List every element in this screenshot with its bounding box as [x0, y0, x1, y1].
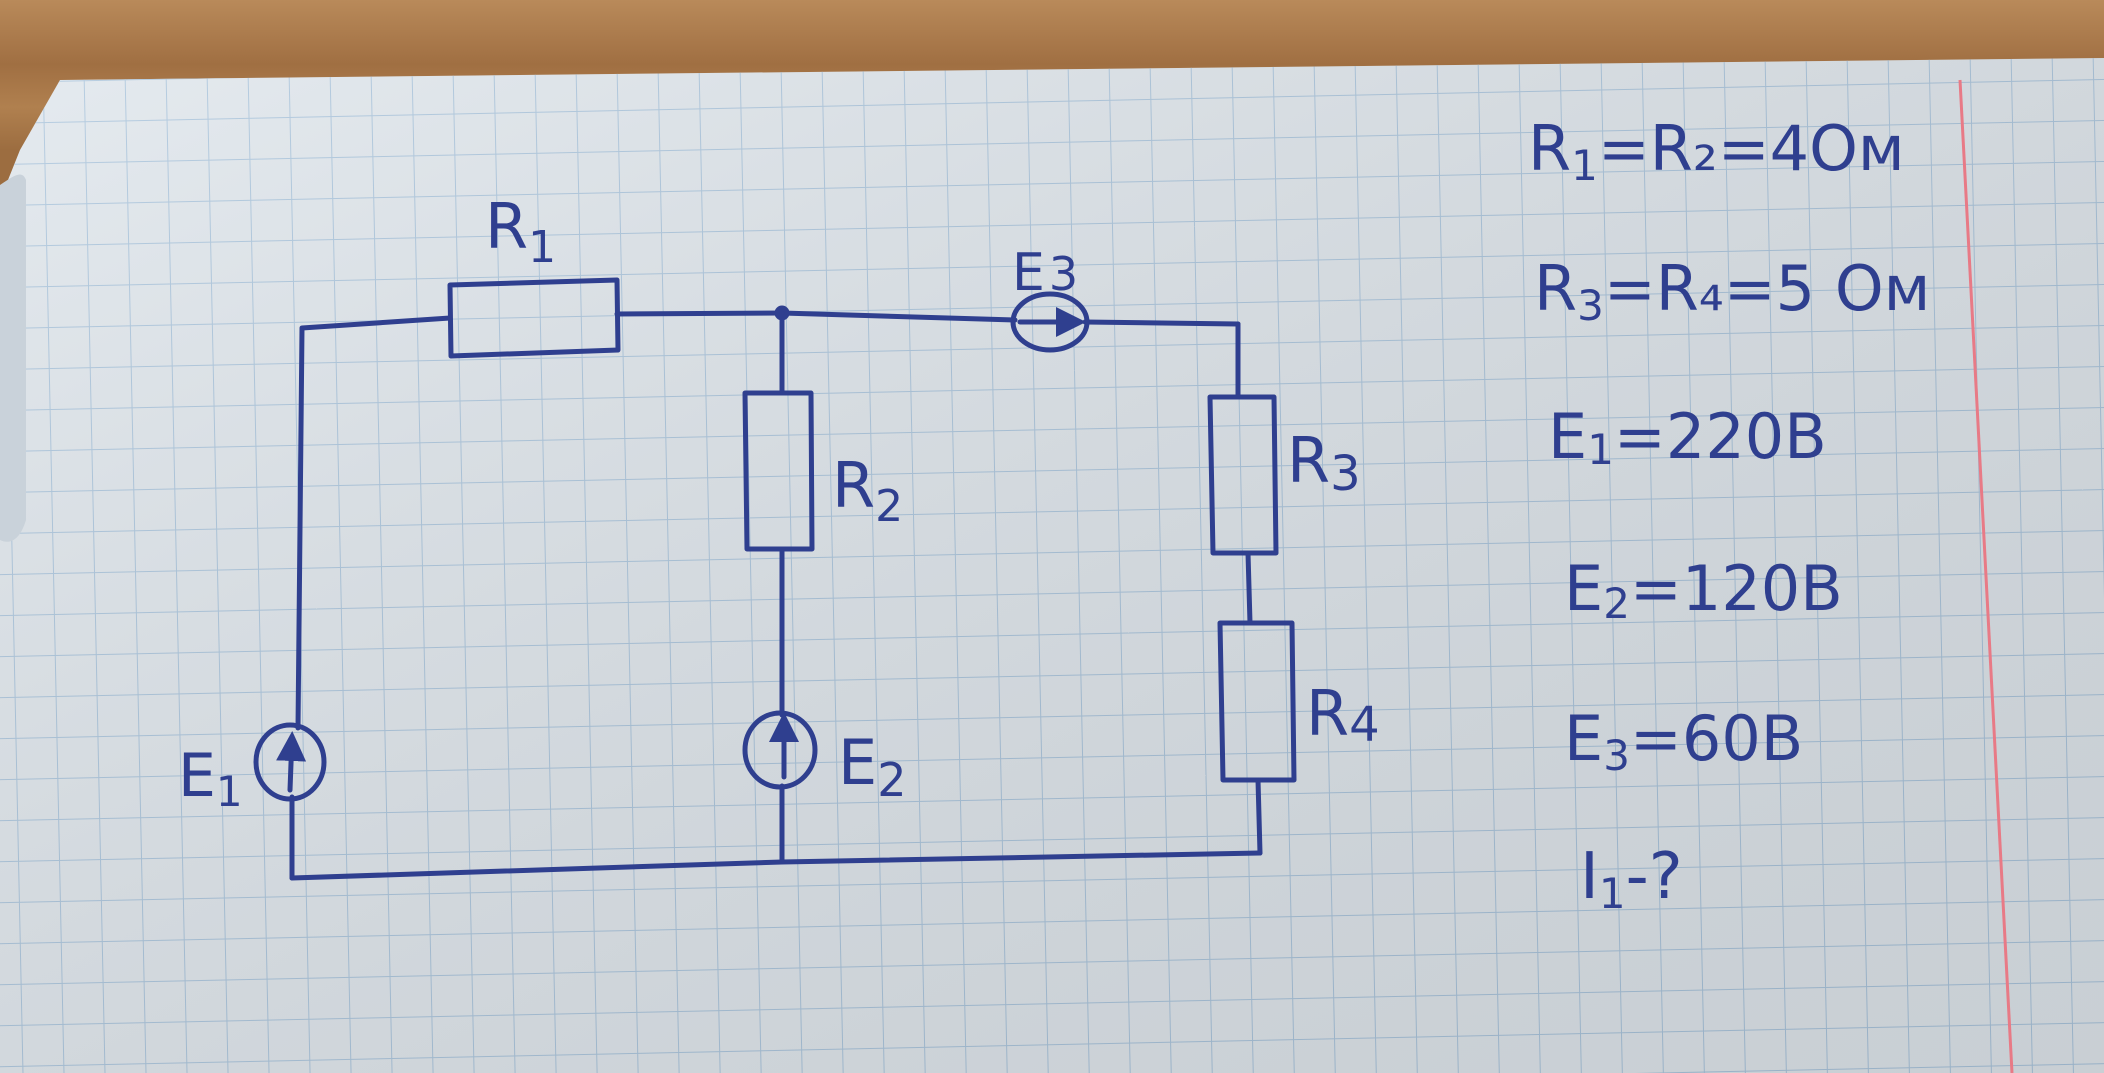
circuit: [253, 277, 1297, 881]
given-values: R1=R₂=4Ом R3=R₄=5 Ом E1=220В E2=120В E3=…: [1528, 112, 1930, 918]
wire-top-b: [779, 310, 1018, 323]
label-e2: E2: [838, 726, 906, 807]
label-r2: R2: [832, 449, 903, 532]
circuit-labels: R1 R2 R3 R4 E1 E2 E3: [178, 190, 1380, 816]
given-r3-r4: R3=R₄=5 Ом: [1534, 252, 1930, 330]
page-edge: [0, 174, 26, 542]
label-e3: E3: [1012, 243, 1078, 303]
resistor-r2: [742, 390, 815, 552]
wire-right-bottom: [1255, 777, 1263, 856]
resistor-r1: [447, 277, 621, 359]
label-r4: R4: [1306, 677, 1380, 753]
label-r1: R1: [485, 190, 556, 273]
label-e1: E1: [178, 741, 243, 816]
wire-right-between: [1245, 550, 1253, 626]
given-e1: E1=220В: [1548, 400, 1827, 474]
given-e2: E2=120В: [1564, 552, 1843, 628]
source-e1: [253, 722, 327, 802]
wire-top-c: [1082, 319, 1241, 327]
given-e3: E3=60В: [1564, 702, 1803, 780]
wire-left: [295, 315, 453, 731]
margin-line: [1958, 79, 2014, 1073]
source-e3: [1010, 291, 1090, 353]
wire-bottom: [289, 850, 1263, 881]
given-unknown-i1: I1-?: [1580, 840, 1683, 918]
junction-node: [774, 305, 790, 321]
source-e1-arrow: [276, 731, 307, 793]
wire-top-a: [614, 310, 785, 317]
resistor-r3: [1207, 394, 1279, 556]
paper-shading: [0, 58, 2104, 1073]
label-r3: R3: [1287, 424, 1361, 502]
resistor-r4: [1217, 620, 1297, 783]
given-r1-r2: R1=R₂=4Ом: [1528, 112, 1905, 190]
